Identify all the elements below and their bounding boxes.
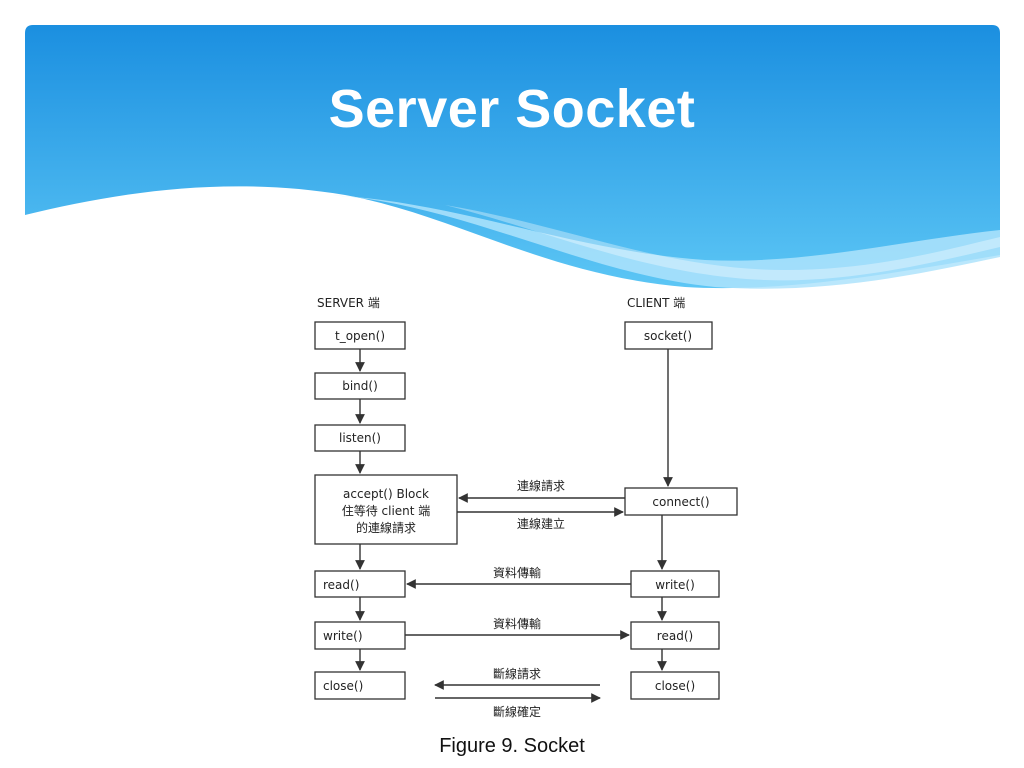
server-accept-line1: accept() Block bbox=[343, 487, 429, 501]
server-topen-box bbox=[314, 321, 406, 350]
client-read-label: read() bbox=[657, 629, 693, 643]
page-title: Server Socket bbox=[328, 79, 696, 139]
client-socket-label: socket() bbox=[644, 329, 692, 343]
diagram-canvas: SERVER 端 CLIENT 端 t_open() bind() listen… bbox=[314, 296, 738, 719]
client-close-label: close() bbox=[655, 679, 695, 693]
server-accept-line3: 的連線請求 bbox=[356, 520, 416, 535]
msg-connect-established: 連線建立 bbox=[517, 516, 565, 531]
server-close-box bbox=[314, 671, 406, 700]
header-background bbox=[25, 25, 1000, 289]
server-write-label: write() bbox=[323, 629, 363, 643]
server-topen-label: t_open() bbox=[335, 329, 385, 343]
server-write-box bbox=[314, 621, 406, 650]
server-accept-box bbox=[314, 474, 458, 545]
client-connect-box bbox=[624, 487, 738, 516]
server-heading: SERVER 端 bbox=[317, 296, 380, 310]
server-read-label: read() bbox=[323, 578, 359, 592]
msg-disconnect-request: 斷線請求 bbox=[493, 666, 541, 681]
server-close-label: close() bbox=[323, 679, 363, 693]
socket-flow-diagram: SERVER 端 CLIENT 端 t_open() bind() listen… bbox=[295, 285, 785, 725]
msg-connect-request: 連線請求 bbox=[517, 478, 565, 493]
client-heading: CLIENT 端 bbox=[627, 296, 685, 310]
server-accept-line2: 住等待 client 端 bbox=[342, 504, 431, 518]
client-connect-label: connect() bbox=[652, 495, 709, 509]
server-bind-box bbox=[314, 372, 406, 400]
server-listen-label: listen() bbox=[339, 431, 381, 445]
client-write-label: write() bbox=[655, 578, 695, 592]
msg-disconnect-confirm: 斷線確定 bbox=[493, 704, 541, 719]
server-bind-label: bind() bbox=[342, 379, 378, 393]
client-read-box bbox=[630, 621, 720, 650]
msg-data-to-client: 資料傳輸 bbox=[493, 616, 541, 631]
client-socket-box bbox=[624, 321, 713, 350]
figure-caption: Figure 9. Socket bbox=[439, 735, 585, 757]
msg-data-to-server: 資料傳輸 bbox=[493, 565, 541, 580]
header-banner bbox=[25, 25, 1000, 295]
client-close-box bbox=[630, 671, 720, 700]
